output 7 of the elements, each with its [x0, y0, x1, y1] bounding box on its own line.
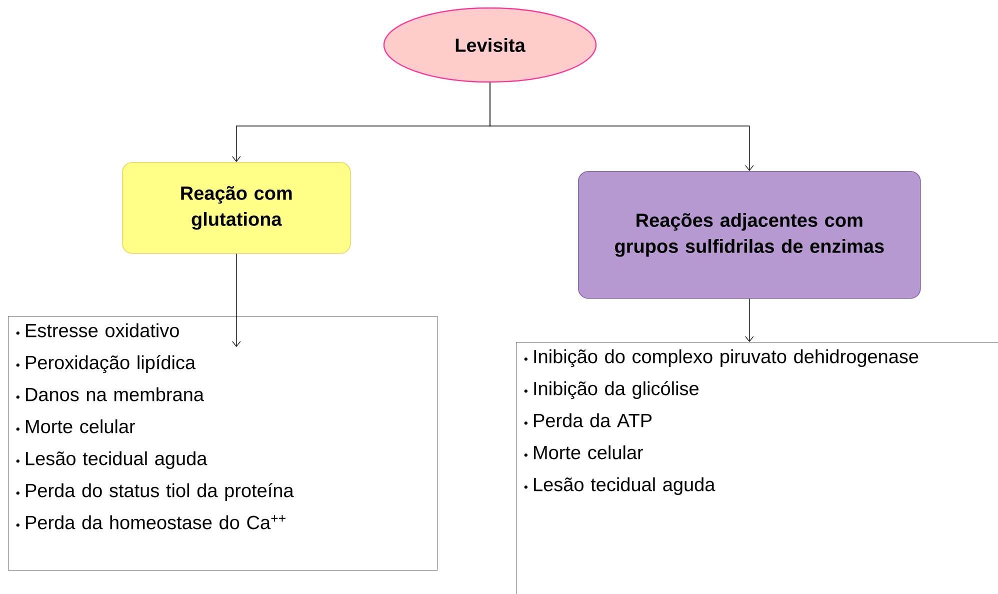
list-box: Estresse oxidativo Peroxidação lipídica Danos na membrana Morte celular Lesão tecidual aguda Perda do status tiol da proteína Perda da homeostase do Ca$^{++}$	[8, 316, 438, 571]
arrow	[745, 298, 754, 342]
process-box: Reações adjacentes com grupos sulfidrilas de enzimas	[578, 171, 921, 299]
process-box: Reação com glutationa	[122, 162, 351, 254]
arrow	[490, 82, 754, 171]
list-box: Inibição do complexo piruvato dehidrogenase Inibição da glicólise Perda da ATP Morte celular Lesão tecidual aguda	[516, 342, 998, 594]
arrow	[232, 253, 241, 347]
